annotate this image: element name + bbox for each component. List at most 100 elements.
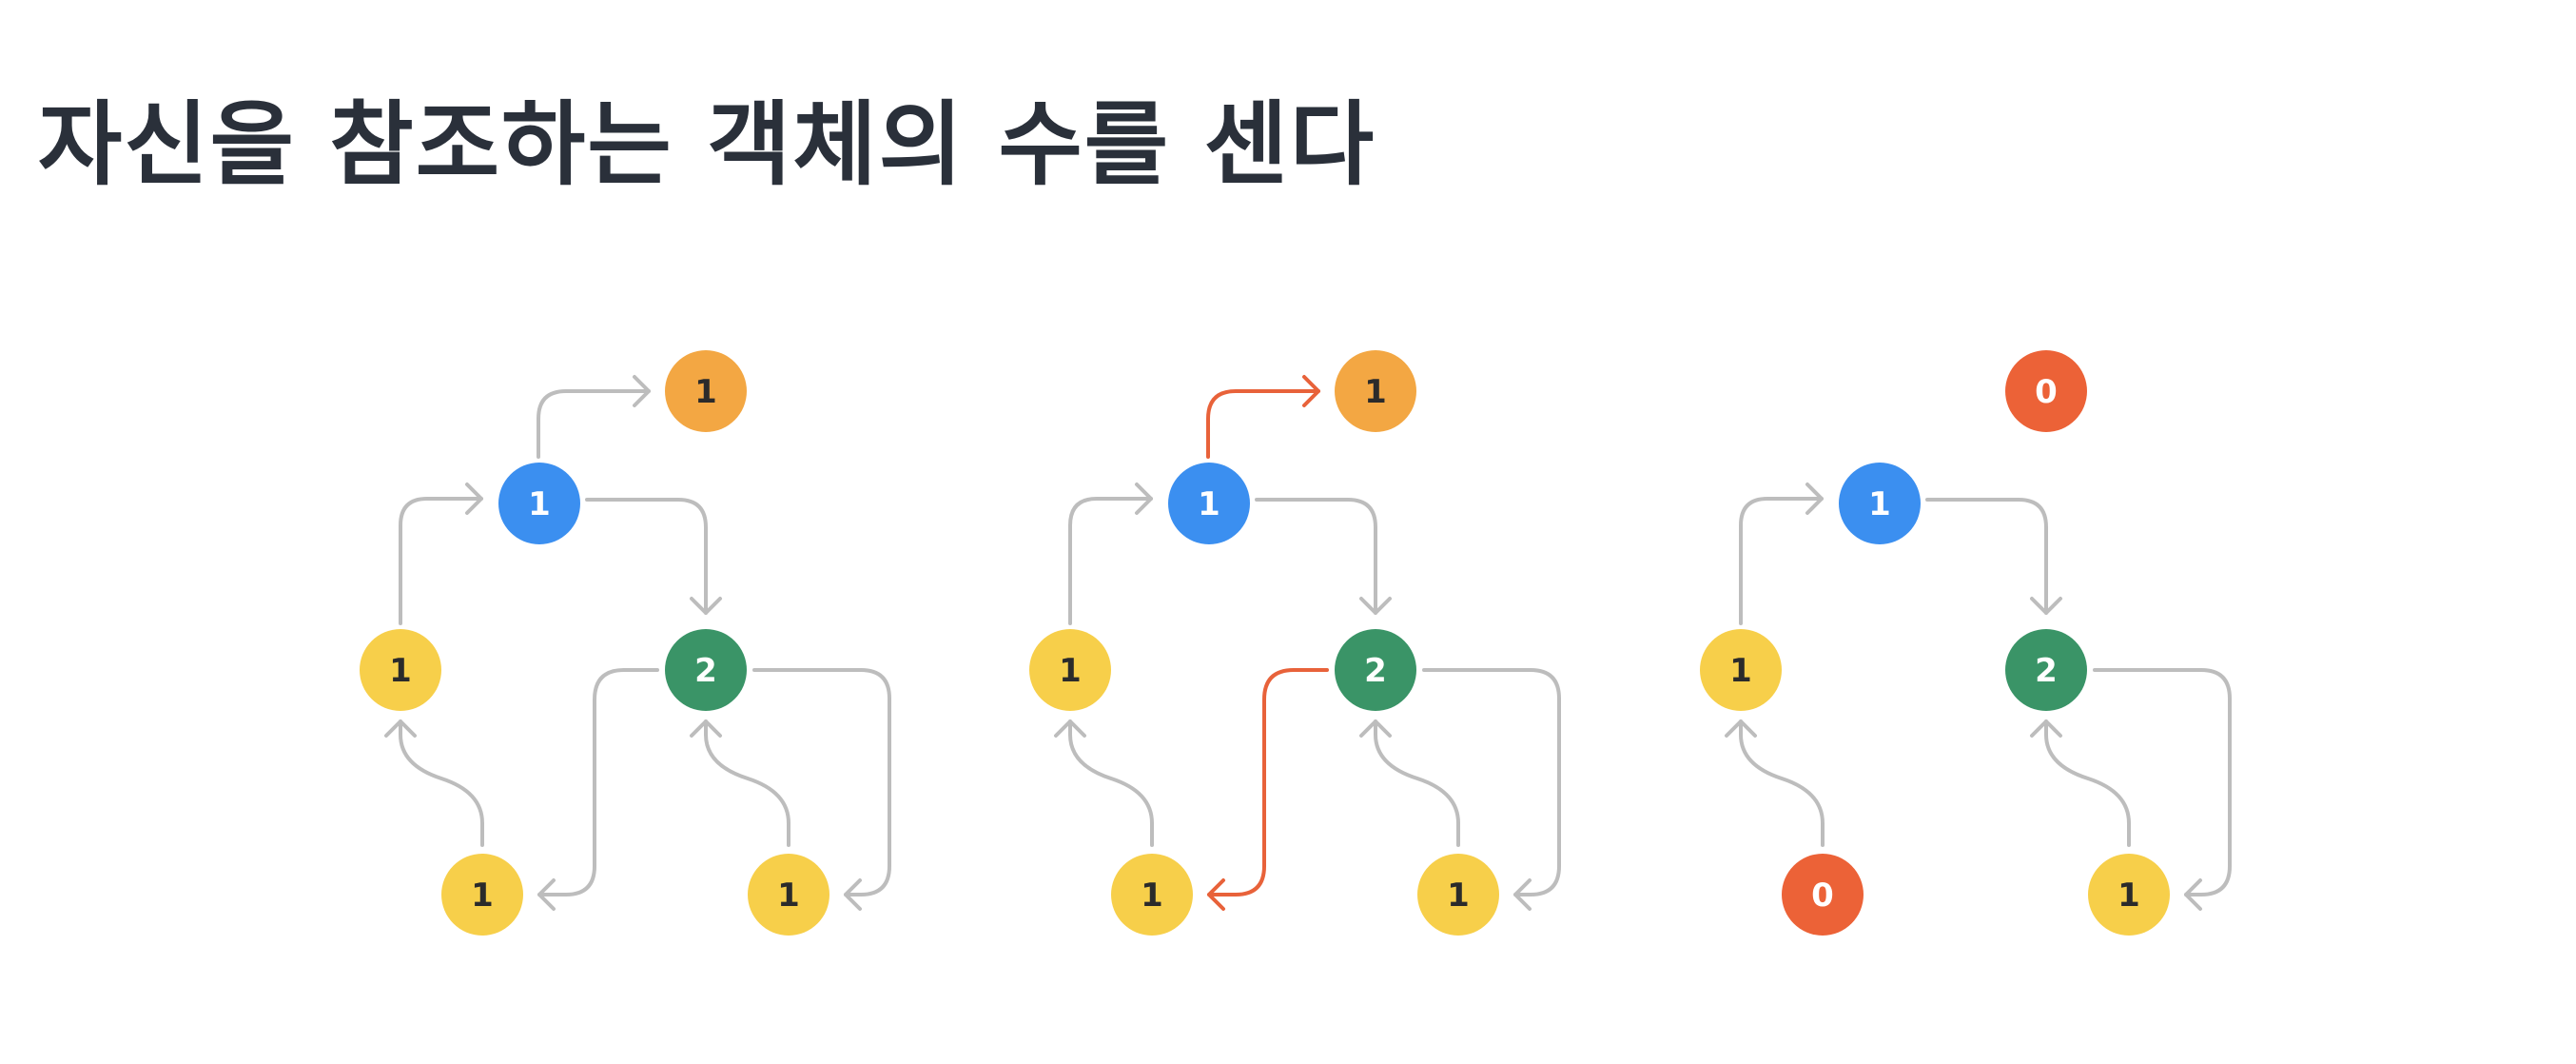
edge-line [1925, 498, 2048, 615]
edge-bottom-right-to-mid [690, 719, 790, 847]
edge-line [1422, 668, 1561, 897]
node-root: 1 [1168, 463, 1250, 544]
edge-line [704, 719, 790, 847]
node-count-label: 1 [1868, 485, 1891, 523]
arrow-head-icon [690, 597, 722, 615]
edge-line [1255, 498, 1377, 615]
node-bottom-right: 1 [2088, 854, 2170, 936]
node-top: 1 [1335, 350, 1416, 432]
node-left: 1 [360, 629, 441, 711]
diagram-step-2: 1 1 1 2 1 1 [1029, 350, 1561, 936]
arrow-head-icon [2184, 878, 2202, 911]
edge-root-to-mid [1925, 498, 2062, 615]
node-circle [748, 854, 829, 936]
edge-mid-to-bottom-right [1422, 668, 1561, 911]
edge-mid-to-bottom-left [537, 668, 659, 911]
arrow-head-icon [1513, 878, 1532, 911]
edge-mid-to-bottom-right [752, 668, 891, 911]
arrow-head-icon [384, 719, 417, 738]
node-circle [2088, 854, 2170, 936]
node-circle [1168, 463, 1250, 544]
node-count-label: 1 [389, 652, 412, 690]
edge-left-to-root [1739, 483, 1824, 625]
edge-bottom-right-to-mid [2030, 719, 2131, 847]
node-count-label: 2 [1364, 652, 1387, 690]
arrow-head-icon [690, 719, 722, 738]
node-circle [360, 629, 441, 711]
node-circle [1417, 854, 1499, 936]
edge-left-to-root [399, 483, 483, 625]
arrow-head-icon [633, 375, 651, 407]
arrow-head-icon [1054, 719, 1086, 738]
node-mid: 2 [665, 629, 747, 711]
node-count-label: 0 [2035, 373, 2058, 411]
edge-root-to-top [537, 375, 651, 459]
node-circle [1839, 463, 1921, 544]
node-count-label: 0 [1811, 877, 1834, 915]
edge-bottom-right-to-mid [1359, 719, 1460, 847]
arrow-head-icon [1207, 878, 1225, 911]
edge-line [537, 389, 651, 459]
node-count-label: 1 [471, 877, 494, 915]
node-count-label: 1 [1364, 373, 1387, 411]
node-root: 1 [498, 463, 580, 544]
node-circle [498, 463, 580, 544]
node-count-label: 1 [1141, 877, 1163, 915]
node-circle [2005, 629, 2087, 711]
node-count-label: 1 [694, 373, 717, 411]
edge-root-to-mid [585, 498, 722, 615]
node-bottom-right: 1 [1417, 854, 1499, 936]
node-bottom-right: 1 [748, 854, 829, 936]
edge-left-to-root [1068, 483, 1153, 625]
node-circle [1782, 854, 1864, 936]
node-top: 1 [665, 350, 747, 432]
node-circle [1029, 629, 1111, 711]
arrow-head-icon [844, 878, 862, 911]
edge-line [1739, 719, 1825, 847]
edge-line [752, 668, 891, 897]
page-title: 자신을 참조하는 객체의 수를 센다 [38, 91, 1376, 198]
node-circle [1335, 629, 1416, 711]
node-circle [1335, 350, 1416, 432]
node-count-label: 2 [694, 652, 717, 690]
arrow-head-icon [1805, 483, 1824, 515]
node-bottom-left: 0 [1782, 854, 1864, 936]
arrow-head-icon [465, 483, 483, 515]
node-count-label: 1 [1447, 877, 1470, 915]
node-circle [1111, 854, 1193, 936]
edge-bottom-left-to-left [384, 719, 484, 847]
node-circle [2005, 350, 2087, 432]
edge-line [1068, 497, 1153, 625]
node-mid: 2 [2005, 629, 2087, 711]
node-count-label: 1 [1059, 652, 1082, 690]
arrow-head-icon [1359, 719, 1392, 738]
edge-line [1739, 497, 1824, 625]
node-root: 1 [1839, 463, 1921, 544]
edge-mid-to-bottom-right [2093, 668, 2232, 911]
node-count-label: 2 [2035, 652, 2058, 690]
node-circle [1700, 629, 1782, 711]
node-circle [665, 350, 747, 432]
edge-root-to-top [1206, 375, 1320, 459]
edge-line [585, 498, 708, 615]
node-left: 1 [1029, 629, 1111, 711]
edge-line [1374, 719, 1460, 847]
diagram-step-3: 0 1 1 2 0 1 [1700, 350, 2232, 936]
arrow-head-icon [2030, 719, 2062, 738]
edge-line [2093, 668, 2232, 897]
arrow-head-icon [537, 878, 556, 911]
node-left: 1 [1700, 629, 1782, 711]
arrow-head-icon [1359, 597, 1392, 615]
edge-line [399, 497, 483, 625]
node-count-label: 1 [777, 877, 800, 915]
node-bottom-left: 1 [1111, 854, 1193, 936]
edge-line [1206, 389, 1320, 459]
arrow-head-icon [1135, 483, 1153, 515]
arrow-head-icon [1725, 719, 1757, 738]
edge-line [1207, 668, 1329, 897]
node-mid: 2 [1335, 629, 1416, 711]
node-count-label: 1 [1729, 652, 1752, 690]
arrow-head-icon [1302, 375, 1320, 407]
node-count-label: 1 [1198, 485, 1220, 523]
node-count-label: 1 [2117, 877, 2140, 915]
